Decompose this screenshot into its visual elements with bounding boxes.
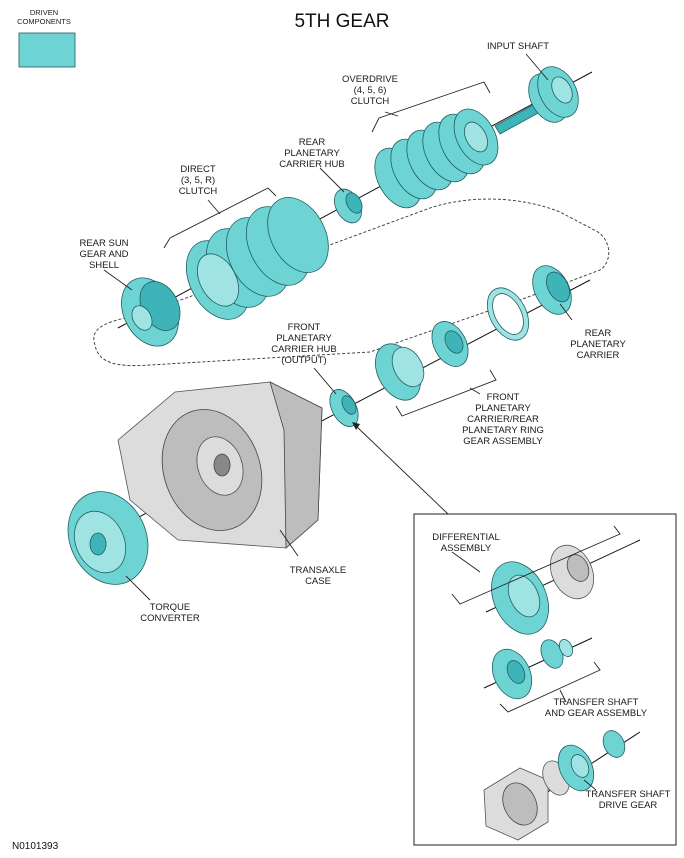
inset-leader-line bbox=[355, 425, 449, 515]
transfer-shaft-gear-part bbox=[483, 637, 593, 700]
legend: DRIVEN COMPONENTS bbox=[17, 8, 76, 68]
svg-text:TORQUE: TORQUE bbox=[150, 602, 190, 613]
svg-text:CARRIER HUB: CARRIER HUB bbox=[271, 344, 336, 355]
direct-clutch-part bbox=[185, 197, 329, 320]
label-rear-planetary-carrier: REAR PLANETARY CARRIER bbox=[570, 328, 626, 361]
label-transaxle-case: TRANSAXLE CASE bbox=[290, 565, 347, 587]
label-transfer-shaft-gear: TRANSFER SHAFT AND GEAR ASSEMBLY bbox=[545, 697, 648, 719]
svg-text:PLANETARY: PLANETARY bbox=[570, 339, 626, 350]
svg-text:CLUTCH: CLUTCH bbox=[179, 186, 218, 197]
rear-planetary-enclosure bbox=[93, 198, 610, 367]
front-planetary-carrier-hub-part bbox=[329, 389, 359, 427]
label-input-shaft: INPUT SHAFT bbox=[487, 41, 549, 52]
label-overdrive-clutch: OVERDRIVE (4, 5, 6) CLUTCH bbox=[342, 74, 398, 107]
svg-text:CONVERTER: CONVERTER bbox=[140, 613, 200, 624]
svg-text:(4, 5, 6): (4, 5, 6) bbox=[354, 85, 387, 96]
svg-text:REAR: REAR bbox=[585, 328, 612, 339]
svg-text:INPUT SHAFT: INPUT SHAFT bbox=[487, 41, 549, 52]
svg-text:TRANSAXLE: TRANSAXLE bbox=[290, 565, 347, 576]
figure-reference-id: N0101393 bbox=[12, 841, 59, 852]
legend-label-2: COMPONENTS bbox=[17, 17, 71, 26]
svg-text:CARRIER HUB: CARRIER HUB bbox=[279, 159, 344, 170]
label-rear-sun-gear: REAR SUN GEAR AND SHELL bbox=[79, 238, 128, 271]
label-torque-converter: TORQUE CONVERTER bbox=[140, 602, 200, 624]
svg-text:CARRIER/REAR: CARRIER/REAR bbox=[467, 414, 539, 425]
svg-text:CLUTCH: CLUTCH bbox=[351, 96, 390, 107]
rear-planetary-carrier-hub-part bbox=[334, 188, 363, 224]
label-direct-clutch: DIRECT (3, 5, R) CLUTCH bbox=[179, 164, 218, 197]
inset-box bbox=[413, 513, 677, 846]
input-shaft-part bbox=[494, 66, 579, 135]
svg-text:OVERDRIVE: OVERDRIVE bbox=[342, 74, 398, 85]
svg-text:DIRECT: DIRECT bbox=[180, 164, 216, 175]
label-rear-planetary-carrier-hub: REAR PLANETARY CARRIER HUB bbox=[279, 137, 344, 170]
callout-lines bbox=[103, 53, 621, 791]
svg-text:DIFFERENTIAL: DIFFERENTIAL bbox=[432, 532, 500, 543]
svg-text:(OUTPUT): (OUTPUT) bbox=[281, 355, 326, 366]
svg-text:GEAR ASSEMBLY: GEAR ASSEMBLY bbox=[463, 436, 543, 447]
rear-planetary-carrier-part bbox=[532, 265, 572, 315]
label-differential-assembly: DIFFERENTIAL ASSEMBLY bbox=[432, 532, 500, 554]
transfer-shaft-drive-gear-part bbox=[483, 730, 641, 841]
svg-text:GEAR AND: GEAR AND bbox=[79, 249, 128, 260]
svg-text:FRONT: FRONT bbox=[288, 322, 321, 333]
svg-text:FRONT: FRONT bbox=[487, 392, 520, 403]
diagram-title: 5TH GEAR bbox=[294, 11, 389, 32]
label-front-planetary-carrier-hub: FRONT PLANETARY CARRIER HUB (OUTPUT) bbox=[271, 322, 336, 366]
svg-text:TRANSFER SHAFT: TRANSFER SHAFT bbox=[586, 789, 671, 800]
label-transfer-shaft-drive-gear: TRANSFER SHAFT DRIVE GEAR bbox=[586, 789, 671, 811]
svg-text:REAR SUN: REAR SUN bbox=[79, 238, 128, 249]
svg-text:AND GEAR ASSEMBLY: AND GEAR ASSEMBLY bbox=[545, 708, 648, 719]
svg-text:SHELL: SHELL bbox=[89, 260, 119, 271]
legend-label-1: DRIVEN bbox=[30, 8, 58, 17]
transaxle-case-part bbox=[117, 381, 323, 549]
torque-converter-part bbox=[67, 491, 149, 585]
svg-text:ASSEMBLY: ASSEMBLY bbox=[441, 543, 492, 554]
svg-text:PLANETARY: PLANETARY bbox=[284, 148, 340, 159]
svg-text:CARRIER: CARRIER bbox=[577, 350, 620, 361]
rear-sun-gear-part bbox=[121, 277, 181, 347]
overdrive-clutch-part bbox=[374, 108, 499, 209]
legend-swatch bbox=[18, 32, 76, 68]
svg-text:PLANETARY RING: PLANETARY RING bbox=[462, 425, 544, 436]
svg-text:TRANSFER SHAFT: TRANSFER SHAFT bbox=[554, 697, 639, 708]
svg-text:CASE: CASE bbox=[305, 576, 331, 587]
svg-text:PLANETARY: PLANETARY bbox=[276, 333, 332, 344]
label-front-planetary-assembly: FRONT PLANETARY CARRIER/REAR PLANETARY R… bbox=[462, 392, 544, 447]
svg-text:PLANETARY: PLANETARY bbox=[475, 403, 531, 414]
svg-text:REAR: REAR bbox=[299, 137, 326, 148]
svg-text:(3, 5, R): (3, 5, R) bbox=[181, 175, 215, 186]
front-planetary-assembly-part bbox=[375, 287, 530, 401]
differential-assembly-part bbox=[485, 539, 641, 635]
svg-text:DRIVE GEAR: DRIVE GEAR bbox=[599, 800, 658, 811]
